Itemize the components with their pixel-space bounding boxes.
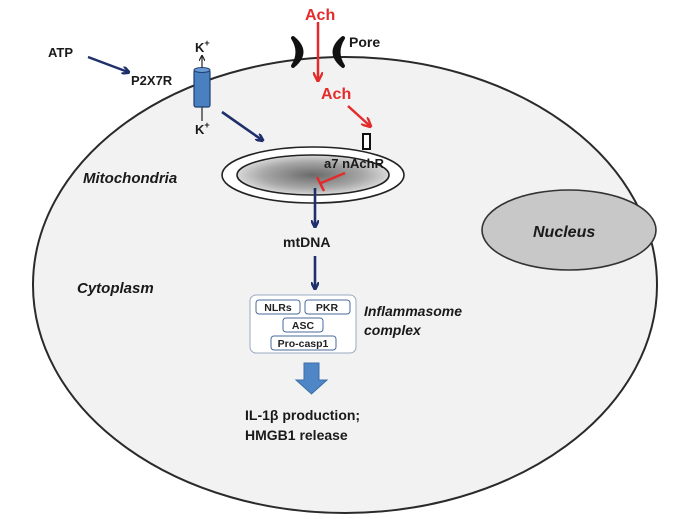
procasp1-label: Pro-casp1 [278,338,329,350]
pkr-label: PKR [316,302,339,314]
mtdna-label: mtDNA [283,234,330,250]
p2x7r-to-mito-arrow [221,110,262,140]
mitochondria-label: Mitochondria [83,170,177,187]
inhibition-icon [315,171,346,192]
ach-inner-label: Ach [321,86,351,103]
output-label-line2: HMGB1 release [245,427,348,443]
asc-label: ASC [292,320,315,332]
cell-membrane [32,56,658,514]
pore-label: Pore [349,34,380,50]
ach-to-receptor-arrow [347,105,370,126]
atp-label: ATP [48,45,73,60]
asc-box [282,317,324,333]
p2x7r-label: P2X7R [131,73,173,88]
nucleus-label: Nucleus [533,224,595,241]
inflammasome-label-line1: Inflammasome [364,303,462,319]
cytoplasm-label: Cytoplasm [77,280,154,297]
k-plus-bottom-label: K+ [195,120,210,137]
inflammasome-complex: NLRs PKR ASC Pro-casp1 [249,294,357,354]
nlrs-box [255,299,301,315]
procasp1-box [270,335,337,351]
pore-icon [291,36,345,68]
nucleus-icon [481,189,657,271]
nlrs-label: NLRs [264,302,292,314]
pkr-box [304,299,351,315]
a7-nachr-receptor-icon [362,133,371,150]
a7-nachr-label: a7 nAchR [324,156,385,171]
ach-top-label: Ach [305,7,335,24]
p2x7r-receptor-icon [193,56,211,121]
k-plus-top-label: K+ [195,38,210,55]
atp-arrow [87,55,128,72]
mitochondria-icon [221,146,405,204]
output-block-arrow-icon [294,362,329,395]
inflammasome-label-line2: complex [364,322,422,338]
output-label-line1: IL-1β production; [245,407,360,423]
